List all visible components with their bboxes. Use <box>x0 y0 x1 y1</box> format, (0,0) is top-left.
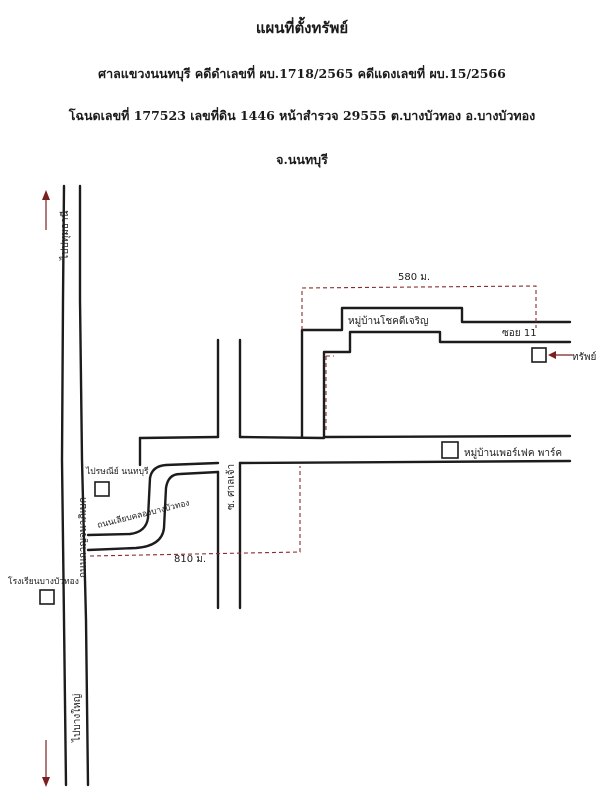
label-distance-top: 580 ม. <box>398 272 430 283</box>
post-office-box-icon <box>94 481 110 497</box>
label-main-road: ถนนกาญจนาภิเษก <box>78 497 89 578</box>
south-arrow-icon <box>42 740 50 787</box>
east-road <box>138 434 572 467</box>
court-case-line: ศาลแขวงนนทบุรี คดีดำเลขที่ ผบ.1718/2565 … <box>98 66 506 81</box>
north-arrow-icon <box>42 190 50 230</box>
school-box-icon <box>39 589 55 605</box>
vertical-road <box>216 338 242 610</box>
property-box-icon <box>531 347 547 363</box>
map-title: แผนที่ตั้งทรัพย์ <box>255 19 349 37</box>
distance-line-top <box>301 285 537 330</box>
label-school: โรงเรียนบางบัวทอง <box>8 576 79 587</box>
label-to-south: ไปบางใหญ่ <box>71 694 83 743</box>
property-arrow-icon <box>548 351 572 359</box>
label-soi-11: ซอย 11 <box>502 328 537 339</box>
main-highway <box>60 184 90 787</box>
label-distance-bottom: 810 ม. <box>174 554 206 565</box>
label-to-north: ไปปทุมธานี <box>59 210 71 261</box>
label-vertical-road: ซ. ศาลเจ้า <box>225 464 237 510</box>
province-line: จ.นนทบุรี <box>276 152 328 167</box>
label-property: ทรัพย์ <box>572 351 596 363</box>
label-village-top: หมู่บ้านโชคดีเจริญ <box>348 314 429 327</box>
distance-line-bottom <box>89 466 301 557</box>
side-road <box>86 461 220 552</box>
label-side-road: ถนนเลียบคลองบางบัวทอง <box>96 497 191 531</box>
property-dash-marker <box>325 355 334 430</box>
label-post-office: ไปรษณีย์ นนทบุรี <box>85 466 149 477</box>
village-box-icon <box>441 441 459 459</box>
deed-info-line: โฉนดเลขที่ 177523 เลขที่ดิน 1446 หน้าสำร… <box>68 108 536 123</box>
label-village-bottom: หมู่บ้านเพอร์เฟค พาร์ค <box>464 447 562 459</box>
